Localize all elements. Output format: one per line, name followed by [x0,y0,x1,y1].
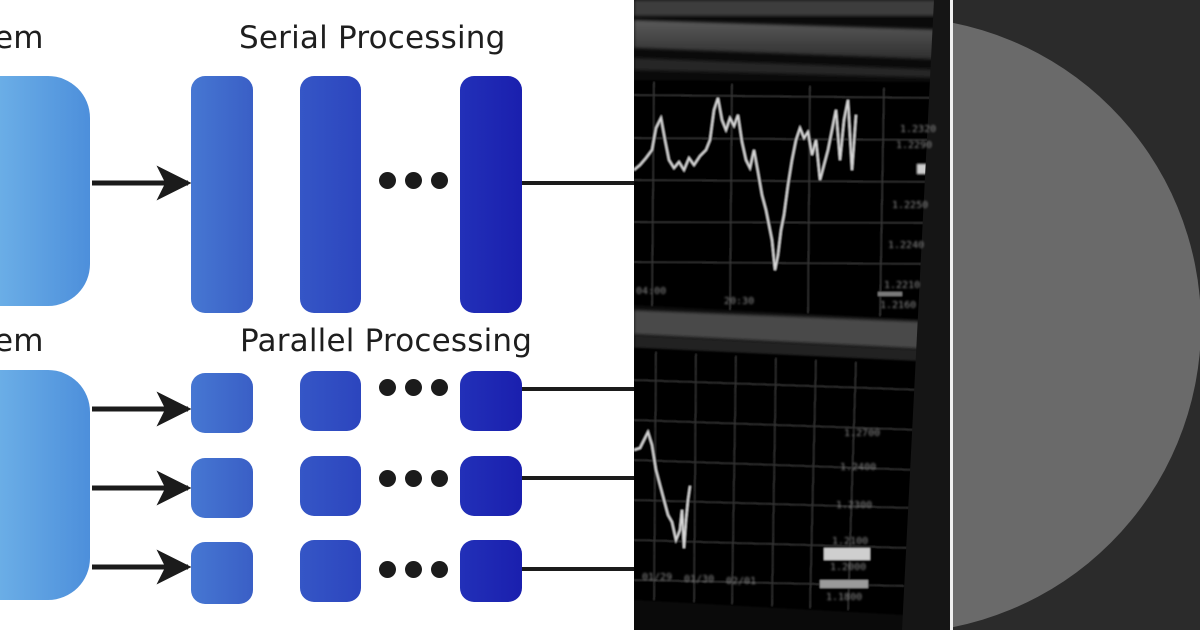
serial-stage-n [460,76,522,313]
upper-axis-value-3: 1.2250 [892,200,929,211]
stock-monitor-photo: 1.2320 1.2290 1.2250 1.2240 1.2210 1.216… [634,0,950,630]
serial-stage-2 [300,76,361,313]
lower-axis-value-2: 1.2400 [840,462,877,473]
upper-axis-value-2: 1.2290 [896,140,933,151]
left-label-bottom: em [0,323,44,359]
upper-axis-value-5: 1.2210 [884,280,921,291]
parallel-ellipsis-1 [379,379,448,396]
lower-axis-value-1: 1.2700 [844,428,881,439]
lower-price-line [634,429,691,549]
upper-chart-screen [634,80,950,320]
upper-axis-value-4: 1.2240 [888,240,925,251]
lower-axis-value-6: 1.1800 [826,592,863,603]
lower-axis-value-5: 1.2000 [830,562,867,573]
parallel-row1-stage-2 [300,371,361,431]
lower-time-label-3: 02/01 [726,576,757,587]
parallel-ellipsis-3 [379,561,448,578]
lower-chart-screen [634,348,930,615]
lower-axis-value-4: 1.2100 [832,536,869,547]
monitor-graphic [634,0,950,630]
panel-divider [950,0,953,630]
parallel-row2-stage-1 [191,458,253,518]
parallel-row3-stage-2 [300,540,361,602]
lower-time-label-2: 01/30 [684,574,715,585]
serial-ellipsis [379,172,448,189]
serial-processing-title: Serial Processing [239,20,506,56]
parallel-row2-stage-n [460,456,522,516]
parallel-row1-stage-n [460,371,522,431]
serial-stage-1 [191,76,253,313]
diagram-shapes [0,76,634,604]
parallel-input-block [0,370,90,600]
upper-axis-value-6: 1.2160 [880,300,917,311]
lower-axis-value-3: 1.2300 [836,500,873,511]
parallel-row2-stage-2 [300,456,361,516]
left-label-top: em [0,20,44,56]
circle-graphic-panel [953,0,1200,630]
parallel-row1-stage-1 [191,373,253,433]
upper-time-label-1: 04:00 [636,286,667,297]
upper-price-line [634,97,857,271]
processing-diagram: em Serial Processing em Parallel Process… [0,20,634,604]
parallel-row3-stage-1 [191,542,253,604]
upper-time-label-2: 20:30 [724,296,755,307]
parallel-ellipsis-2 [379,470,448,487]
lower-time-label-1: 01/29 [642,572,673,583]
parallel-row3-stage-n [460,540,522,602]
parallel-processing-title: Parallel Processing [240,323,533,359]
circle-graphic [953,22,1200,628]
serial-input-block [0,76,90,306]
gray-circle [953,22,1200,628]
upper-axis-value-1: 1.2320 [900,124,937,135]
